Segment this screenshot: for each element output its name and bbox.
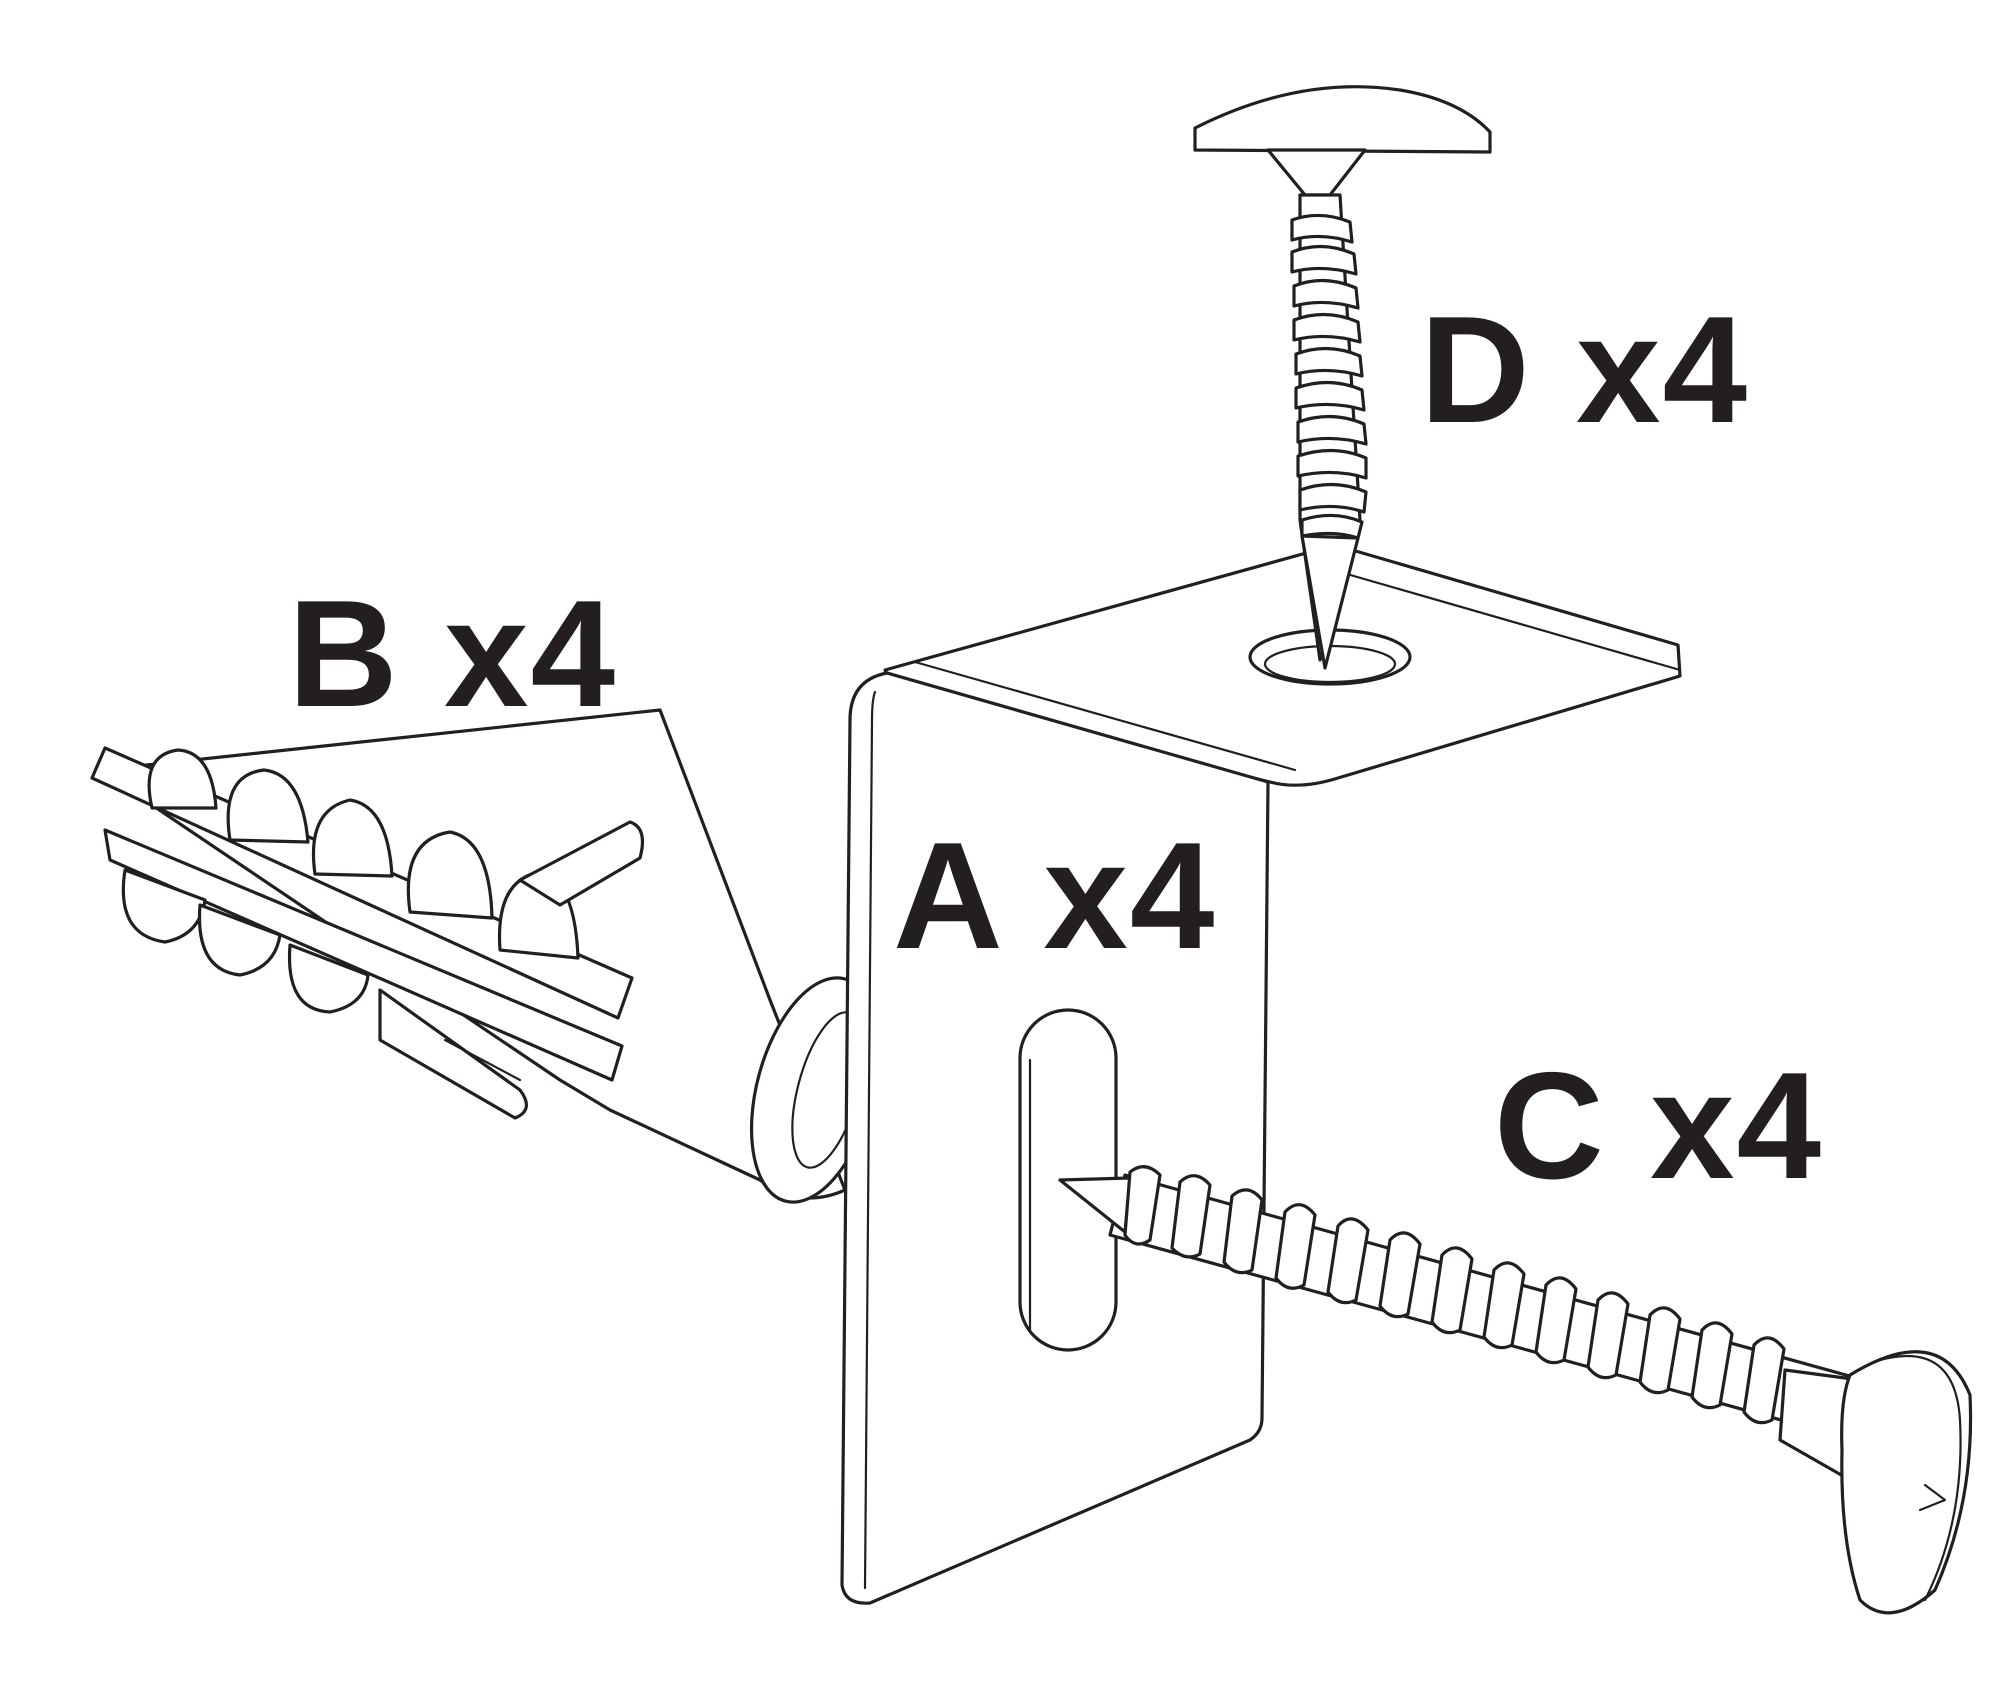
l-bracket [840, 543, 1682, 1605]
label-wall-screw: C x4 [1494, 1041, 1824, 1211]
label-bracket-screw: D x4 [1420, 285, 1750, 455]
label-bracket: A x4 [893, 811, 1217, 981]
bracket-screw [1193, 85, 1492, 670]
wall-plug [90, 708, 881, 1204]
wall-screw [1058, 1165, 1973, 1615]
label-wall-plug: B x4 [288, 569, 618, 739]
